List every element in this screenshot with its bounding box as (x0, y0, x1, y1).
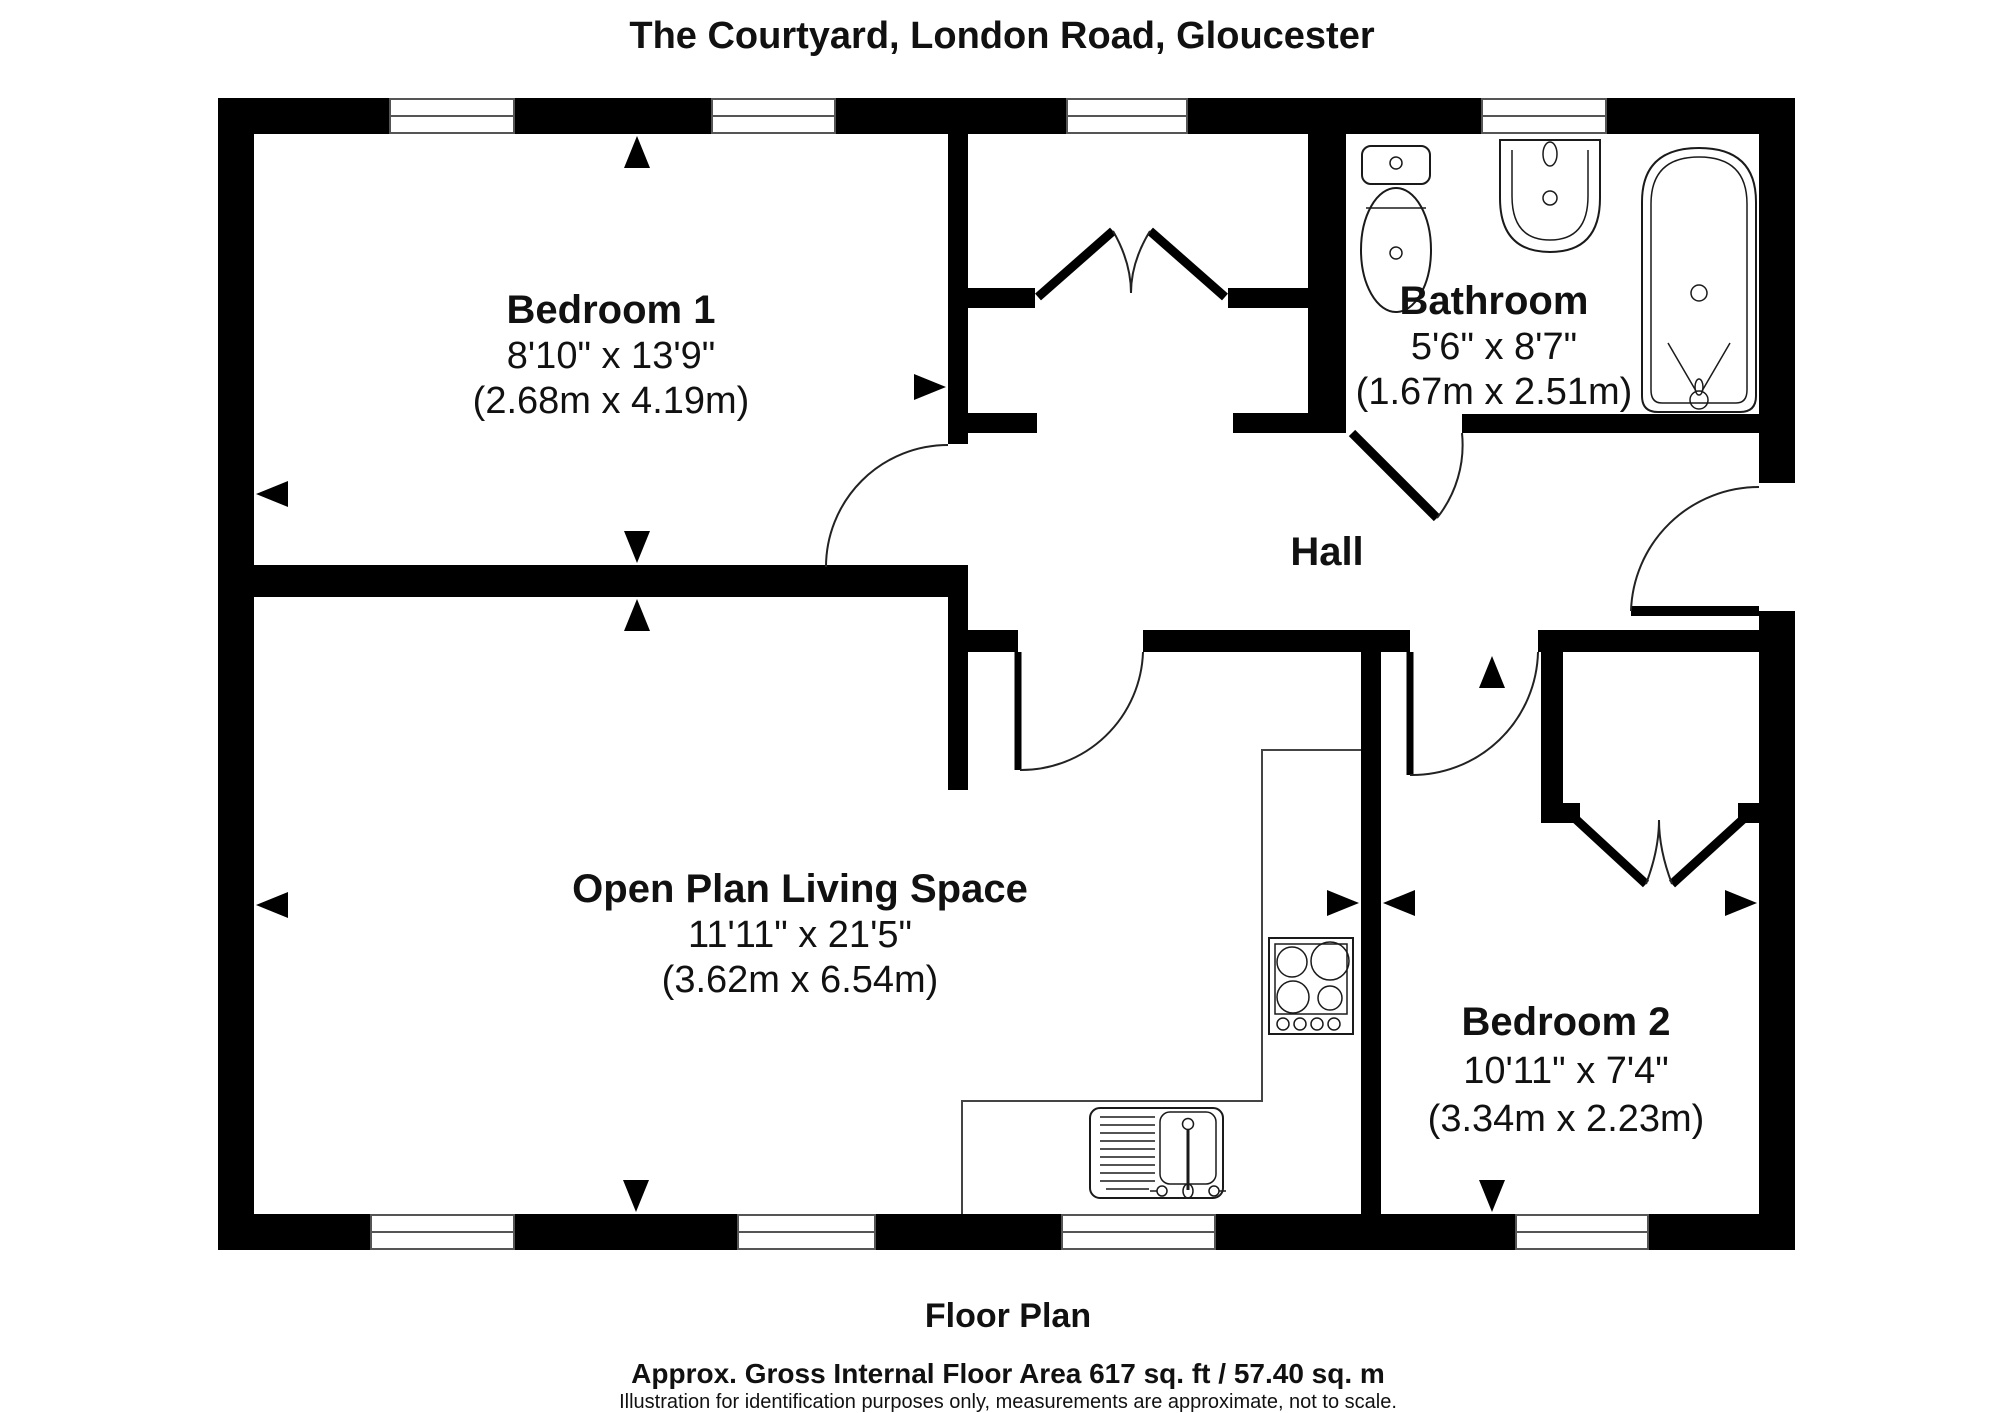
living-label: Open Plan Living Space (572, 867, 1028, 911)
bathtub-icon (1641, 146, 1757, 413)
double-doors-hall-closet (1035, 227, 1228, 301)
door-bathroom (1348, 429, 1464, 522)
kitchen-counter (961, 749, 1361, 1214)
disclaimer-text: Illustration for identification purposes… (619, 1391, 1397, 1413)
bathroom-size: 5'6" x 8'7" (1411, 326, 1577, 368)
room-labels: Bedroom 1 8'10" x 13'9" (2.68m x 4.19m) … (473, 279, 1705, 1140)
kitchen-units (961, 749, 1361, 1214)
arrow-up-icon (624, 599, 650, 631)
bedroom1-label: Bedroom 1 (507, 288, 716, 332)
page-title: The Courtyard, London Road, Gloucester (629, 15, 1374, 57)
window-icon (711, 98, 836, 134)
arrow-down-icon (624, 531, 650, 563)
arrow-left-icon (256, 892, 288, 918)
kitchen-sink-icon (1089, 1107, 1226, 1199)
floor-area-text: Approx. Gross Internal Floor Area 617 sq… (631, 1358, 1385, 1389)
bathroom-metric: (1.67m x 2.51m) (1356, 371, 1633, 413)
hall-label: Hall (1290, 530, 1363, 574)
arrow-right-icon (914, 374, 946, 400)
arrow-up-icon (1479, 656, 1505, 688)
toilet-icon (1360, 145, 1432, 313)
arrow-right-icon (1725, 890, 1757, 916)
basin-icon (1499, 139, 1601, 254)
bedroom1-size: 8'10" x 13'9" (507, 335, 715, 377)
bedroom1-metric: (2.68m x 4.19m) (473, 380, 750, 422)
window-icon (370, 1214, 515, 1250)
bedroom2-size: 10'11" x 7'4" (1463, 1050, 1669, 1092)
floor-plan-caption: Floor Plan (925, 1297, 1091, 1335)
arrow-right-icon (1327, 890, 1359, 916)
window-icon (1515, 1214, 1649, 1250)
measurement-arrows (256, 136, 1757, 1212)
doors (825, 227, 1760, 888)
door-bedroom1 (825, 444, 949, 568)
arrow-down-icon (623, 1180, 649, 1212)
footer: Floor Plan Approx. Gross Internal Floor … (619, 1297, 1397, 1413)
arrow-up-icon (624, 136, 650, 168)
arrow-left-icon (1383, 890, 1415, 916)
windows-top (389, 98, 1607, 134)
windows-bottom (370, 1214, 1649, 1250)
window-icon (737, 1214, 876, 1250)
door-bedroom2 (1406, 651, 1539, 777)
arrow-left-icon (256, 481, 288, 507)
bedroom2-metric: (3.34m x 2.23m) (1428, 1098, 1705, 1140)
window-icon (1066, 98, 1188, 134)
window-icon (1481, 98, 1607, 134)
arrow-down-icon (1479, 1180, 1505, 1212)
door-living-space (1014, 651, 1144, 772)
living-size: 11'11" x 21'5" (688, 914, 912, 956)
bedroom2-label: Bedroom 2 (1462, 1000, 1671, 1044)
bathroom-label: Bathroom (1400, 279, 1589, 323)
window-icon (1061, 1214, 1216, 1250)
interior-walls (254, 134, 1759, 1214)
living-metric: (3.62m x 6.54m) (662, 959, 939, 1001)
door-entrance (1630, 486, 1760, 616)
double-doors-bedroom2-closet (1564, 808, 1755, 888)
hob-icon (1268, 937, 1354, 1035)
window-icon (389, 98, 515, 134)
drainer-lines (1100, 1116, 1155, 1190)
bathroom-fixtures (1360, 139, 1757, 413)
